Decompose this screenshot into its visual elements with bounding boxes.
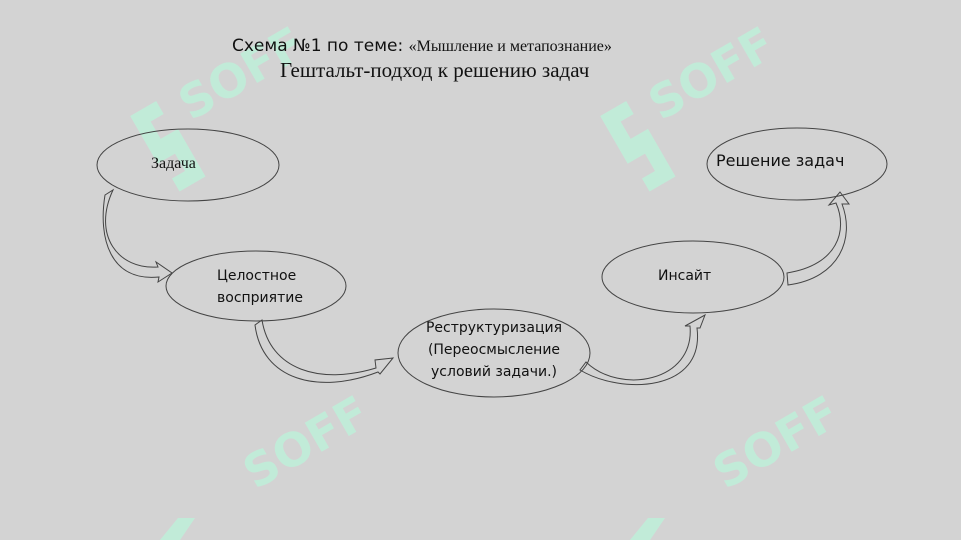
- node-perception-label: Целостное восприятие: [217, 265, 303, 309]
- node-solution-ellipse: [706, 127, 888, 201]
- svg-text:SOFF: SOFF: [704, 385, 848, 499]
- arrow-restructuring-to-insight: [579, 313, 706, 385]
- node-perception-ellipse: [165, 250, 347, 322]
- arrow-perception-to-restructuring: [254, 319, 395, 383]
- node-restructuring-line2: (Переосмысление: [427, 342, 561, 358]
- node-perception-line2: восприятие: [217, 290, 303, 306]
- node-task-ellipse: [96, 128, 280, 202]
- node-restructuring-ellipse: [397, 308, 591, 398]
- node-restructuring-line3: условий задачи.): [431, 364, 557, 380]
- page-title: Схема №1 по теме: «Мышление и метапознан…: [232, 36, 612, 56]
- title-prefix: Схема №1 по теме:: [232, 36, 409, 56]
- node-restructuring-label: Реструктуризация (Переосмысление условий…: [414, 317, 574, 383]
- title-topic: «Мышление и метапознание»: [408, 38, 612, 55]
- page-subtitle: Гештальт-подход к решению задач: [280, 58, 590, 82]
- node-task-label: Задача: [151, 155, 196, 172]
- arrow-insight-to-solution: [786, 191, 850, 286]
- node-restructuring-line1: Реструктуризация: [425, 320, 563, 336]
- node-solution-label: Решение задач: [716, 151, 845, 170]
- svg-text:SOFF: SOFF: [639, 17, 783, 131]
- arrow-task-to-perception: [102, 188, 173, 284]
- svg-text:SOFF: SOFF: [234, 385, 378, 499]
- node-perception-line1: Целостное: [217, 268, 297, 284]
- node-insight-label: Инсайт: [658, 268, 712, 284]
- node-insight-ellipse: [601, 240, 785, 314]
